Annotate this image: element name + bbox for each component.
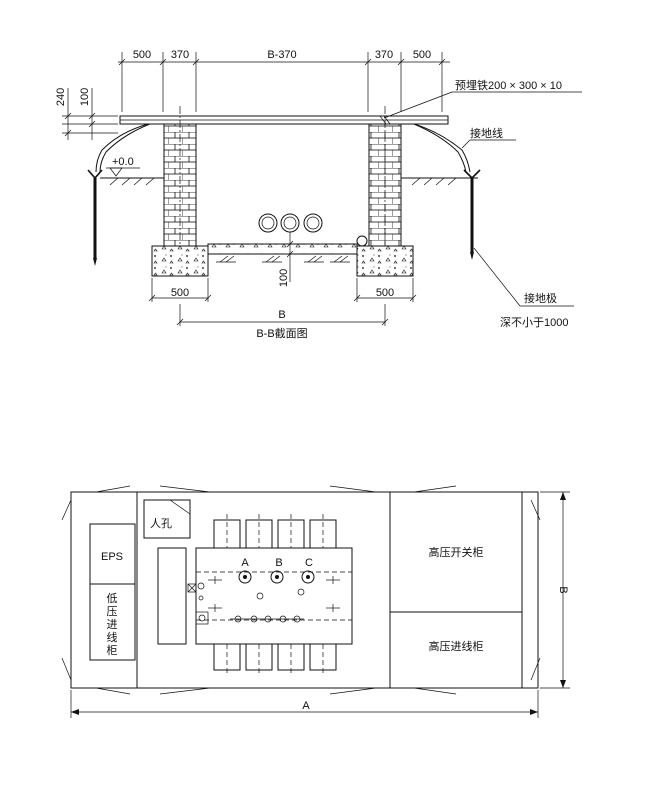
right-ground-wire (401, 123, 471, 173)
transformer-body (195, 547, 353, 645)
dim-bottom-left: 500 (171, 287, 189, 299)
dim-depth: B (540, 491, 570, 689)
floor-gravel (207, 243, 358, 255)
bottom-footing-dims: 500 500 (148, 278, 417, 302)
svg-text:进: 进 (107, 618, 118, 631)
manhole-label: 人孔 (150, 517, 172, 530)
hv-bushings: A B C (238, 557, 315, 600)
dim-top-right-inner: 370 (375, 49, 393, 61)
plan-view: EPS 低 压 进 线 柜 人孔 (61, 485, 570, 718)
svg-text:柜: 柜 (107, 644, 118, 657)
label-embedded-iron: 预埋铁200 × 300 × 10 (455, 79, 562, 92)
dim-width: A (70, 690, 539, 718)
lv-bushings (230, 615, 304, 623)
dim-top-middle: B-370 (267, 49, 296, 61)
ground-electrode-leader (473, 247, 521, 307)
dim-depth-label: B (557, 586, 569, 593)
left-brick-wall (163, 123, 197, 247)
right-footing (356, 245, 414, 277)
dim-vertical-100: 100 (79, 88, 91, 106)
left-ground-wire (95, 123, 164, 173)
phase-b-label: B (275, 557, 282, 569)
eps-label: EPS (101, 551, 123, 563)
level-mark-symbol (109, 167, 123, 177)
radiator-fins-top (213, 514, 337, 549)
hv-incoming-cabinet-label: 高压进线柜 (429, 639, 484, 653)
svg-text:压: 压 (107, 605, 118, 618)
right-brick-wall (368, 123, 402, 247)
phase-c-label: C (305, 557, 313, 569)
soil-hatch (216, 255, 350, 263)
dim-overall: B (278, 309, 285, 321)
svg-text:低: 低 (107, 592, 118, 605)
top-dimension-chain: 500 370 B-370 370 500 (118, 49, 450, 112)
level-mark: +0.0 (112, 156, 134, 168)
hv-switch-cabinet-label: 高压开关柜 (429, 545, 484, 559)
dim-width-label: A (302, 700, 310, 712)
low-voltage-cabinet-label: 低 压 进 线 柜 (107, 592, 118, 657)
section-caption: B-B截面图 (256, 326, 307, 340)
right-ground-electrode (463, 169, 481, 260)
svg-text:线: 线 (107, 630, 118, 644)
label-ground-wire: 接地线 (470, 126, 503, 140)
dim-inner-100: 100 (278, 269, 290, 287)
low-voltage-cabinet-box (89, 583, 136, 661)
left-footing (151, 245, 209, 277)
cable-tray (157, 547, 187, 645)
dim-top-right-outer: 500 (413, 49, 431, 61)
label-depth: 深不小于1000 (500, 316, 568, 329)
dim-vertical-240: 240 (55, 88, 67, 106)
dim-top-left-inner: 370 (171, 49, 189, 61)
section-view: 500 370 B-370 370 500 240 100 预埋铁2 (55, 49, 582, 340)
left-ground-electrode (87, 169, 103, 266)
side-hardware (187, 576, 340, 625)
roof-outline (61, 485, 541, 695)
left-vertical-dimension: 240 100 (55, 88, 118, 140)
phase-a-label: A (241, 557, 249, 569)
plan-outer-frame (70, 491, 539, 689)
embedded-iron-leader (383, 91, 453, 119)
label-ground-electrode: 接地极 (524, 291, 557, 305)
radiator-fins-bottom (213, 643, 337, 676)
drain-pipe (356, 235, 368, 247)
manhole-box (143, 499, 191, 539)
cable-pipes (258, 213, 368, 247)
dim-top-left-outer: 500 (133, 49, 151, 61)
dim-bottom-right: 500 (376, 287, 394, 299)
